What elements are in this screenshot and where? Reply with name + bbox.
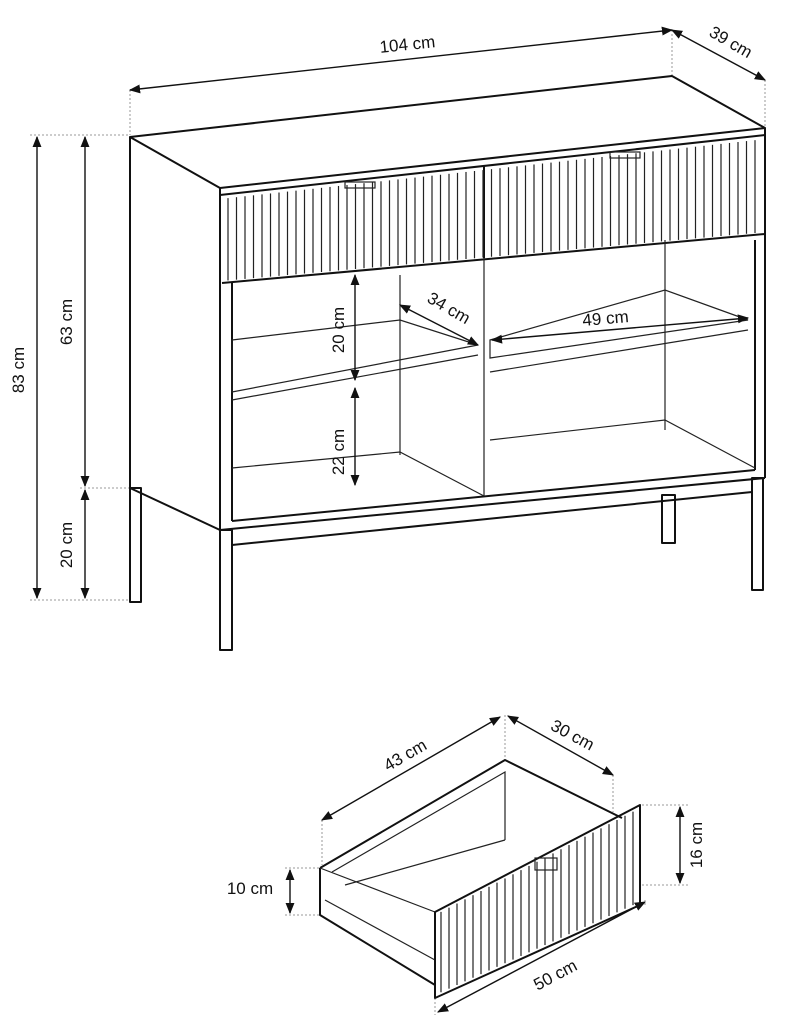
drawer-inner-width-label: 30 cm — [548, 716, 598, 755]
cabinet-dimensions: 104 cm 39 cm 83 cm 63 cm 20 cm 20 cm 22 … — [9, 22, 766, 600]
shelf-width-label: 49 cm — [582, 307, 630, 330]
drawer-front-width-label: 50 cm — [531, 956, 581, 995]
drawer-front-height-label: 16 cm — [687, 822, 706, 868]
lower-shelf-height-label: 22 cm — [329, 429, 348, 475]
drawer-handle-left[interactable] — [344, 181, 376, 189]
drawer-handle — [534, 857, 558, 871]
body-height-label: 63 cm — [57, 299, 76, 345]
upper-shelf-height-label: 20 cm — [329, 307, 348, 353]
drawer-depth-label: 43 cm — [380, 735, 430, 775]
sideboard-drawing — [129, 75, 766, 651]
shelf-depth-label: 34 cm — [424, 288, 474, 328]
drawer-dimensions: 43 cm 30 cm 16 cm 10 cm 50 cm — [227, 715, 706, 1013]
leg-height-label: 20 cm — [57, 522, 76, 568]
drawer-drawing — [319, 759, 641, 999]
drawer-handle-right[interactable] — [609, 151, 641, 159]
total-height-label: 83 cm — [9, 347, 28, 393]
depth-label: 39 cm — [706, 22, 756, 62]
width-label: 104 cm — [379, 32, 436, 57]
drawer-side-height-label: 10 cm — [227, 879, 273, 898]
